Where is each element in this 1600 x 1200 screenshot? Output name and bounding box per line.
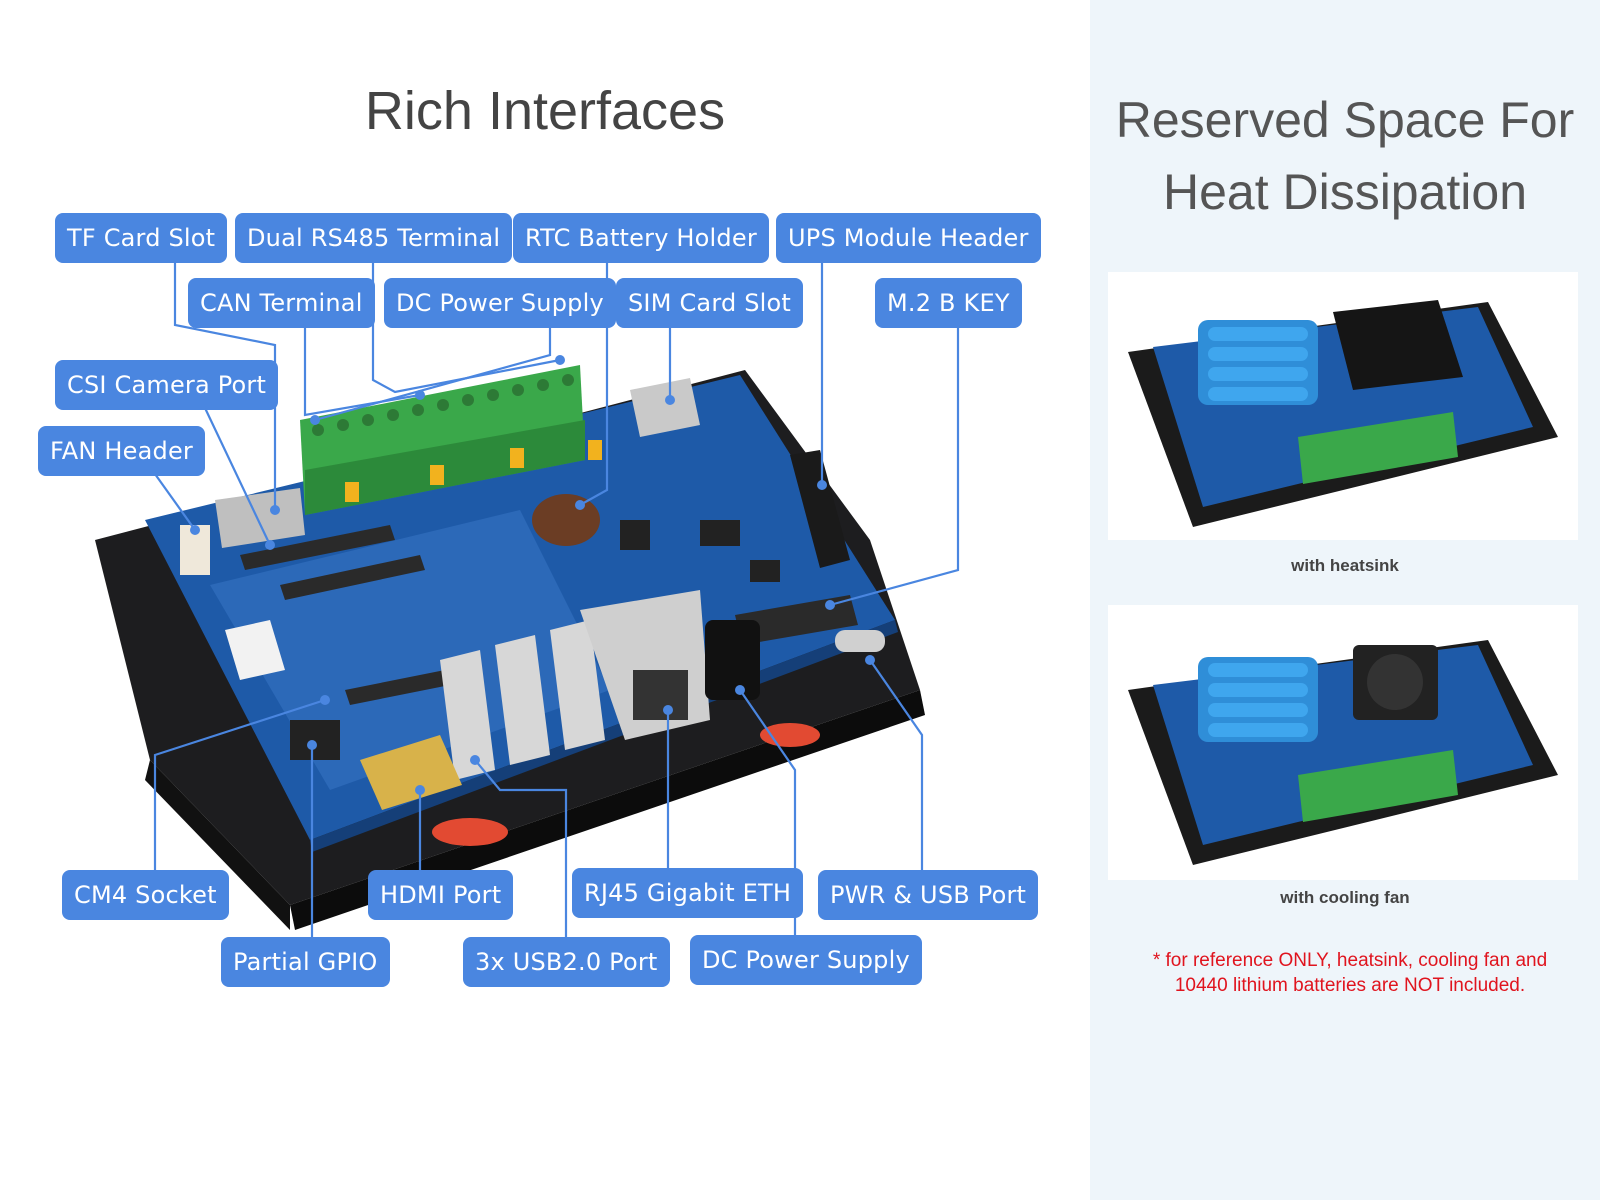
hdmi [360,735,462,810]
label-ups-module-header: UPS Module Header [776,213,1041,263]
disclaimer-note: * for reference ONLY, heatsink, cooling … [1120,948,1580,998]
right-title: Reserved Space For Heat Dissipation [1090,84,1600,228]
chip [620,520,650,550]
label-rtc-battery-holder: RTC Battery Holder [513,213,769,263]
label-hdmi-port: HDMI Port [368,870,514,920]
label-m2-b-key: M.2 B KEY [875,278,1022,328]
din-clip [760,723,820,747]
fan-header [180,525,210,575]
caption-heatsink: with heatsink [1291,556,1399,575]
label-sim-card-slot: SIM Card Slot [616,278,804,328]
right-title-line1: Reserved Space For [1115,92,1575,148]
gpio [290,720,340,760]
label-pwr-usb-port: PWR & USB Port [818,870,1039,920]
usb-port [495,635,550,765]
board-illustration [95,365,925,930]
rj45-jack [633,670,688,720]
label-fan-header: FAN Header [38,426,205,476]
label-dual-rs485-terminal: Dual RS485 Terminal [235,213,513,263]
usb-port [550,620,605,750]
caption-cooling-fan: with cooling fan [1280,888,1410,907]
right-title-line2: Heat Dissipation [1162,164,1528,220]
label-usb2-port: 3x USB2.0 Port [463,937,670,987]
label-can-terminal: CAN Terminal [188,278,375,328]
csi-connector [345,668,460,705]
label-partial-gpio: Partial GPIO [221,937,390,987]
csi-connector [240,525,395,570]
photo-with-heatsink [1108,272,1578,540]
note-line2: 10440 lithium batteries are NOT included… [1174,975,1526,996]
board-fan-image [1128,640,1558,865]
main-title: Rich Interfaces [364,81,726,141]
label-csi-camera-port: CSI Camera Port [55,360,279,410]
rtc-battery [532,494,600,546]
board-heatsink-image [1128,300,1558,527]
label-dc-power-supply-top: DC Power Supply [384,278,616,328]
usb-port [440,650,495,780]
csi-connector [280,555,425,600]
label-area [225,620,285,680]
right-panel [1090,0,1600,1200]
dc-jack [705,620,760,700]
jumper [430,465,444,485]
terminal-block-front [305,420,585,515]
din-clip [432,818,508,846]
note-line1: * for reference ONLY, heatsink, cooling … [1152,950,1548,971]
chip [750,560,780,582]
photo-with-cooling-fan [1108,605,1578,880]
label-rj45-gigabit-eth: RJ45 Gigabit ETH [572,868,804,918]
jumper [345,482,359,502]
label-tf-card-slot: TF Card Slot [55,213,228,263]
usb-c [835,630,885,652]
sim-slot [630,378,700,437]
jumper [588,440,602,460]
chip [700,520,740,546]
label-cm4-socket: CM4 Socket [62,870,229,920]
jumper [510,448,524,468]
label-dc-power-supply-bottom: DC Power Supply [690,935,922,985]
